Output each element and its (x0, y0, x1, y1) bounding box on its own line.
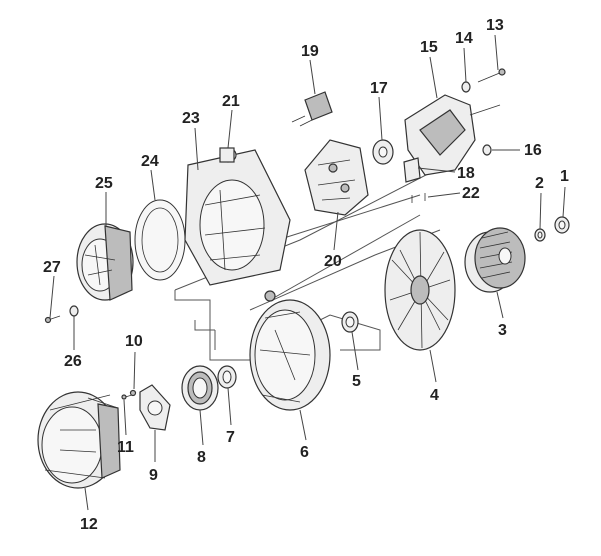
part-9-gasket-plate (139, 384, 171, 431)
part-1-nut (554, 216, 570, 234)
callout-25: 25 (95, 175, 113, 192)
part-7-washer (217, 365, 237, 389)
part-23-slip-ring-housing (184, 149, 291, 286)
callout-10: 10 (125, 333, 143, 350)
callout-7: 7 (226, 429, 235, 446)
callout-5: 5 (352, 373, 361, 390)
part-6-drive-end-housing (249, 290, 331, 411)
part-21-bushing (219, 147, 237, 163)
callout-19: 19 (301, 43, 319, 60)
callout-23: 23 (182, 110, 200, 127)
callout-3: 3 (498, 322, 507, 339)
callout-1: 1 (560, 168, 569, 185)
part-20-rectifier (304, 139, 369, 216)
part-17-bearing (372, 139, 394, 165)
callout-18: 18 (457, 165, 475, 182)
callouts: 1 2 3 4 5 6 7 8 9 10 11 12 13 14 15 16 1… (43, 17, 569, 533)
callout-2: 2 (535, 175, 544, 192)
callout-13: 13 (486, 17, 504, 34)
callout-17: 17 (370, 80, 388, 97)
callout-12: 12 (80, 516, 98, 533)
part-14-washer (461, 81, 471, 93)
callout-15: 15 (420, 39, 438, 56)
callout-4: 4 (430, 387, 439, 404)
part-10-screw (129, 389, 137, 397)
callout-20: 20 (324, 253, 342, 270)
callout-27: 27 (43, 259, 61, 276)
callout-24: 24 (141, 153, 159, 170)
part-11-screw (121, 394, 133, 400)
callout-16: 16 (524, 142, 542, 159)
part-25-rear-cover (76, 223, 134, 301)
part-5-spacer (341, 311, 359, 333)
callout-21: 21 (222, 93, 240, 110)
callout-11: 11 (117, 439, 134, 456)
callout-9: 9 (149, 467, 158, 484)
callout-26: 26 (64, 353, 82, 370)
part-26-washer (69, 305, 79, 317)
part-13-bolt (477, 68, 506, 83)
part-18-terminal (403, 157, 421, 183)
part-4-fan (384, 229, 456, 351)
part-8-bearing (181, 365, 219, 411)
part-19-brush-holder (291, 91, 333, 127)
part-3-pulley (464, 227, 526, 293)
callout-14: 14 (455, 30, 473, 47)
part-22-pins (411, 193, 426, 203)
leader-lines (49, 34, 566, 511)
part-12-stator (37, 391, 121, 489)
part-2-washer (534, 228, 546, 242)
callout-6: 6 (300, 444, 309, 461)
part-16-ring (482, 144, 492, 156)
part-24-gasket (134, 199, 186, 281)
part-15-rotor (404, 94, 501, 176)
callout-22: 22 (462, 185, 480, 202)
part-27-bolt (44, 315, 61, 324)
callout-8: 8 (197, 449, 206, 466)
